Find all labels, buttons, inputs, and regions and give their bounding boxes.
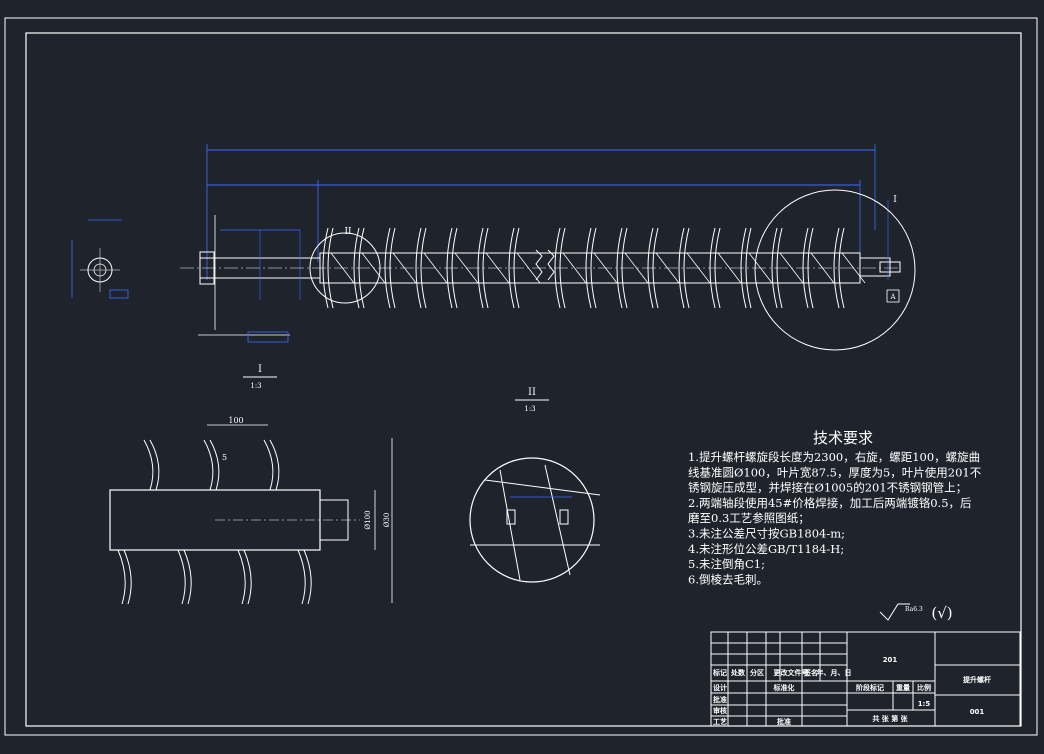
roughness-paren: (√) (931, 604, 952, 622)
helix-diagonal (717, 252, 742, 284)
end-view-left (71, 219, 129, 299)
helix-flight (678, 227, 690, 309)
helix-flight (709, 227, 721, 309)
main-view: A II I (180, 144, 916, 351)
tb-scale: 1:5 (918, 700, 931, 708)
detail-circle-I (754, 189, 916, 351)
detail-I-scale: 1:3 (250, 382, 261, 390)
dim-pitch-100: 100 (228, 416, 243, 425)
tech-requirements: 技术要求 1.提升螺杆螺旋段长度为2300，右旋，螺距100，螺旋曲线基准圆Ø1… (688, 429, 982, 586)
helix-diagonal (423, 252, 448, 284)
detail-view-II: II 1:3 (469, 387, 601, 583)
helix-flight (616, 227, 628, 309)
helix-diagonal (748, 252, 773, 284)
title-block-text: 标记 处数 分区 更改文件号 签名 年、月、日 设计 标准化 审核 批准 工艺 … (712, 656, 991, 726)
tb-stage-1: 阶段标记 (856, 683, 884, 692)
helix-flight (477, 227, 489, 309)
tech-req-line: 1.提升螺杆螺旋段长度为2300，右旋，螺距100，螺旋曲 (688, 450, 980, 464)
helix-diagonal (361, 252, 386, 284)
helix-diagonal (516, 252, 541, 284)
detail-flight-top (143, 439, 160, 491)
helix-flights (322, 227, 866, 309)
outer-border (4, 17, 1038, 736)
helix-flight (554, 227, 566, 309)
tb-header-2: 处数 (730, 668, 746, 677)
detail-flight-top (263, 439, 280, 491)
tb-stage-2: 重量 (896, 683, 910, 692)
helix-diagonal (810, 252, 835, 284)
detail-flight-bottom (177, 549, 192, 605)
detail-label-II: II (344, 227, 352, 237)
tb-row-standard: 标准化 (773, 683, 795, 692)
helix-diagonal (392, 252, 417, 284)
helix-diagonal (779, 252, 804, 284)
helix-flight (771, 227, 783, 309)
title-block (710, 631, 1021, 727)
detail-II-title: II (528, 387, 536, 398)
dim-phi30: Ø30 (383, 513, 391, 528)
helix-diagonal (841, 252, 866, 284)
helix-flight (353, 227, 365, 309)
tb-row-design: 设计 (713, 683, 727, 692)
detail-II-scale: 1:3 (524, 405, 535, 413)
tech-req-line: 5.未注倒角C1; (688, 557, 765, 571)
tb-row-process: 工艺 (713, 717, 727, 726)
helix-diagonal (485, 252, 510, 284)
tb-stage-3: 比例 (917, 683, 931, 692)
helix-diagonal (454, 252, 479, 284)
helix-diagonal (655, 252, 680, 284)
tb-header-3: 分区 (750, 668, 764, 677)
tb-header-6: 年、月、日 (817, 668, 852, 677)
tb-code: 001 (970, 708, 985, 716)
tb-header-4: 更改文件号 (774, 668, 809, 677)
helix-diagonal (686, 252, 711, 284)
helix-diagonal (624, 252, 649, 284)
helix-flight (384, 227, 396, 309)
detail-I-title: I (258, 364, 262, 375)
helix-flight (740, 227, 752, 309)
tb-row-date: 批准 (777, 717, 791, 726)
helix-diagonal (562, 252, 587, 284)
helix-flight (415, 227, 427, 309)
helix-flight (446, 227, 458, 309)
tb-part-name: 提升螺杆 (962, 675, 991, 684)
tb-material: 201 (883, 656, 898, 664)
tech-req-line: 4.未注形位公差GB/T1184-H; (688, 542, 844, 556)
detail-I-flights (117, 439, 312, 605)
tech-req-line: 线基准圆Ø100，叶片宽87.5，厚度为5，叶片使用201不 (688, 465, 982, 479)
roughness-value: Ra6.3 (905, 606, 923, 613)
right-shaft (859, 257, 891, 277)
tb-header-5: 签名 (803, 668, 818, 677)
tb-row-approve: 批准 (713, 695, 727, 704)
tech-req-line: 3.未注公差尺寸按GB1804-m; (688, 527, 845, 541)
tech-req-line: 6.倒棱去毛刺。 (688, 572, 768, 586)
dim-phi100: Ø100 (364, 510, 372, 529)
helix-flight (802, 227, 814, 309)
detail-circle-II (309, 232, 381, 304)
datum-a: A (889, 293, 896, 301)
helix-diagonal (330, 252, 355, 284)
helix-flight (647, 227, 659, 309)
detail-view-I: I 1:3 100 5 Ø100 Ø30 (109, 364, 393, 605)
detail-flight-bottom (297, 549, 312, 605)
helix-flight (833, 227, 845, 309)
tech-req-title: 技术要求 (813, 429, 873, 447)
helix-flight (508, 227, 520, 309)
tb-row-check: 审核 (713, 706, 727, 715)
detail-label-I: I (893, 195, 897, 205)
detail-flight-bottom (117, 549, 132, 605)
tech-req-line: 锈钢旋压成型，并焊接在Ø1005的201不锈钢钢管上； (688, 481, 967, 495)
inner-border (25, 32, 1022, 727)
dim-thickness-5: 5 (222, 453, 227, 462)
tb-sheet: 共 张 第 张 (872, 714, 908, 723)
helix-diagonal (593, 252, 618, 284)
tb-header-1: 标记 (712, 668, 727, 677)
helix-flight (585, 227, 597, 309)
tech-req-line: 磨至0.3工艺参照图纸； (688, 511, 810, 525)
detail-flight-bottom (237, 549, 252, 605)
roughness-symbol: Ra6.3 (√) (879, 603, 953, 622)
detail-flight-top (203, 439, 220, 491)
tech-req-line: 2.两端轴段使用45#价格焊接，加工后两端镀铬0.5，后 (688, 496, 972, 510)
